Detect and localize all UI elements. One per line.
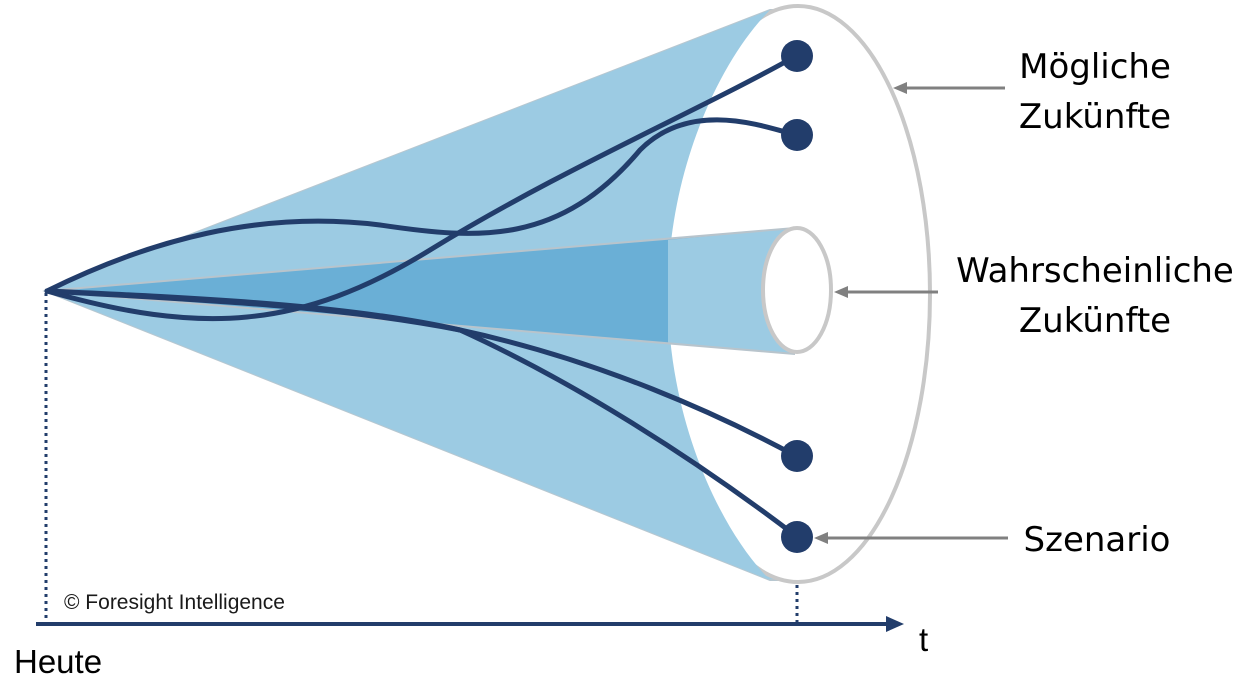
time-axis bbox=[36, 616, 904, 632]
copyright-notice: © Foresight Intelligence bbox=[64, 591, 285, 614]
scenario-dot-4 bbox=[781, 521, 813, 553]
possible-futures-arrow bbox=[893, 82, 1005, 94]
scenario-label: Szenario bbox=[1024, 520, 1171, 560]
today-label: Heute bbox=[14, 643, 102, 680]
probable-futures-cone-light bbox=[668, 228, 795, 354]
scenario-path-1 bbox=[44, 53, 799, 322]
probable-futures-label-line2: Zukünfte bbox=[1019, 301, 1171, 341]
possible-futures-label-line2: Zukünfte bbox=[1019, 97, 1171, 137]
scenario-dot-2 bbox=[781, 119, 813, 151]
scenario-dot-1 bbox=[781, 40, 813, 72]
probable-futures-arrow bbox=[834, 286, 938, 298]
probable-futures-cone bbox=[45, 228, 795, 354]
scenario-arrow bbox=[814, 532, 1008, 544]
scenario-path-2 bbox=[44, 117, 799, 294]
possible-futures-label-line1: Mögliche bbox=[1019, 47, 1171, 87]
time-axis-label: t bbox=[919, 621, 928, 658]
probable-futures-label-line1: Wahrscheinliche bbox=[956, 251, 1234, 291]
probable-futures-ellipse bbox=[761, 226, 833, 354]
scenario-dot-3 bbox=[781, 440, 813, 472]
scenario-path-4 bbox=[44, 288, 799, 539]
